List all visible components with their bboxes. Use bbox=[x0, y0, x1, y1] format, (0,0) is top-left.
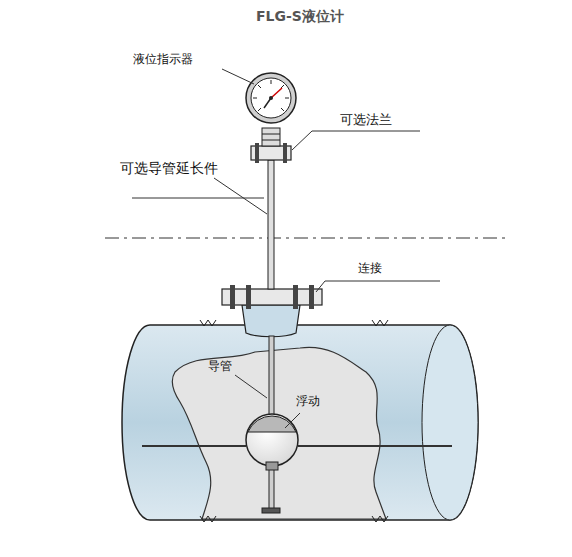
tube-extension bbox=[268, 160, 274, 289]
tank-body bbox=[122, 325, 478, 520]
gauge-needle bbox=[271, 88, 282, 98]
break-mark bbox=[200, 320, 388, 522]
connection-flange bbox=[222, 289, 322, 305]
part-label: 液位指示器 bbox=[133, 52, 193, 66]
tank-end bbox=[422, 325, 478, 520]
leader-line bbox=[132, 69, 440, 428]
part-label: 连接 bbox=[358, 261, 382, 275]
nozzle bbox=[242, 305, 300, 337]
cutaway-section bbox=[172, 347, 386, 519]
liquid-level bbox=[298, 445, 452, 447]
float-ball bbox=[246, 414, 298, 466]
part-label: 可选导管延长件 bbox=[120, 160, 218, 177]
gauge-dial bbox=[251, 78, 291, 118]
gauge-case bbox=[246, 73, 296, 123]
part-label: 浮动 bbox=[296, 394, 320, 408]
diagram-title: FLG-S液位计 bbox=[256, 8, 344, 26]
hex-nut bbox=[262, 128, 280, 146]
part-label: 导管 bbox=[208, 359, 232, 373]
float-stem bbox=[266, 462, 278, 470]
grade-line bbox=[105, 238, 510, 239]
bottom-stop bbox=[262, 508, 280, 513]
liquid-level bbox=[142, 445, 246, 447]
part-label: 可选法兰 bbox=[340, 112, 392, 128]
gauge-ticks bbox=[253, 80, 289, 111]
